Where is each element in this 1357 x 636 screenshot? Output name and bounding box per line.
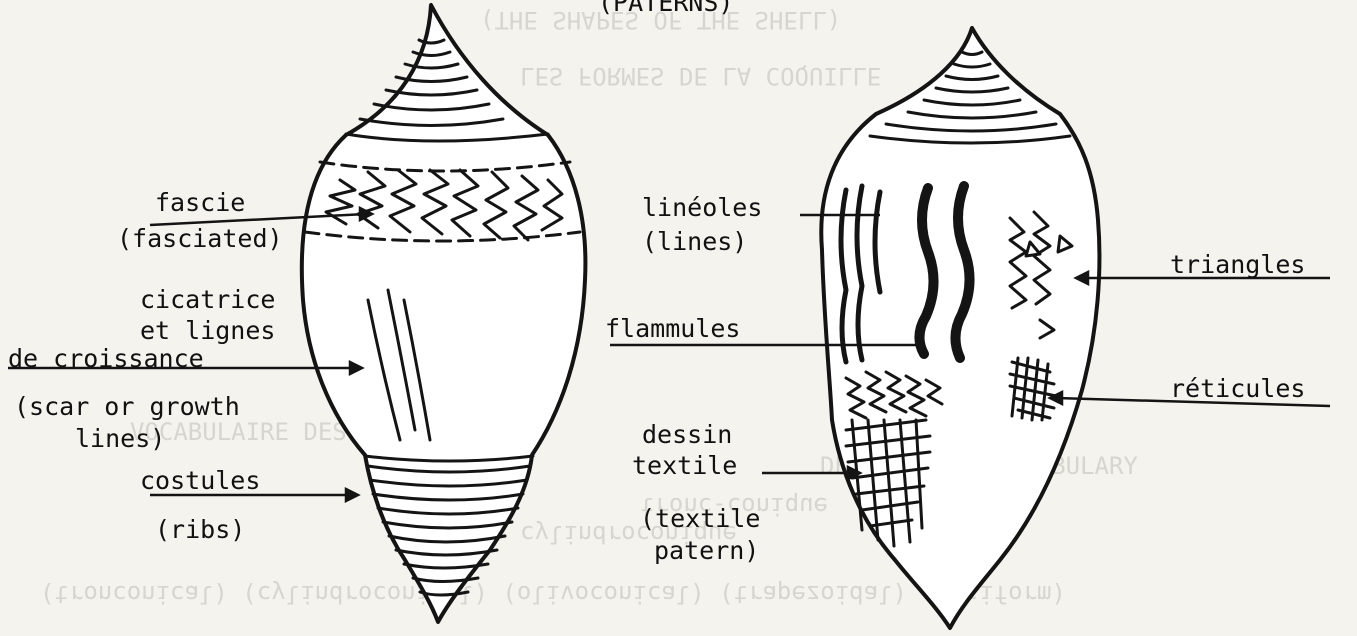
label-flammules: flammules [605,314,740,344]
label-cicatrice-1: cicatrice [140,285,275,315]
label-dessin-en-2: patern) [654,536,759,566]
label-cicatrice-en-2: lines) [75,424,165,454]
label-fascie: fascie [155,188,245,218]
right-shell [821,28,1099,628]
label-dessin-en-1: (textile [640,504,760,534]
label-fascie-en: (fasciated) [117,224,283,254]
label-lineoles-en: (lines) [642,227,747,257]
header-fragment: (PATERNS) [598,0,733,18]
left-shell [302,5,586,622]
label-triangles: triangles [1170,250,1305,280]
label-cicatrice-en-1: (scar or growth [14,392,240,422]
label-costules: costules [140,466,260,496]
label-dessin-1: dessin [642,420,732,450]
label-lineoles: linéoles [642,193,762,223]
label-dessin-2: textile [632,451,737,481]
label-reticules: réticules [1170,374,1305,404]
label-costules-en: (ribs) [155,515,245,545]
label-cicatrice-3: de croissance [8,344,204,374]
label-cicatrice-2: et lignes [140,316,275,346]
